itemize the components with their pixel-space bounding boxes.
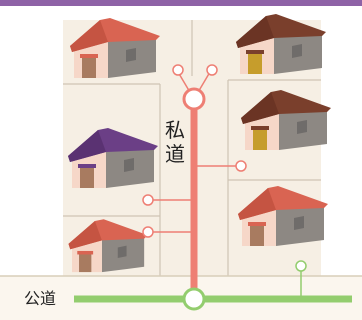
private-road-end-node: [182, 87, 206, 111]
private-road-label-char2: 道: [165, 142, 185, 166]
house-bottom-left: [68, 219, 148, 273]
private-road-label: 私 道: [164, 120, 186, 168]
house-middle-left: [68, 128, 158, 188]
house-top-left: [70, 18, 160, 78]
connection-nodes-private: [142, 64, 247, 238]
junction-node: [182, 287, 206, 311]
public-road-small-node: [295, 260, 307, 272]
public-road-label: 公道: [24, 289, 57, 308]
lot-boundaries: [63, 20, 321, 276]
house-top-right: [236, 14, 326, 74]
private-road-label-char1: 私: [165, 118, 185, 142]
top-band: [0, 0, 362, 6]
house-bottom-right: [238, 186, 328, 246]
house-middle-right: [241, 90, 331, 150]
